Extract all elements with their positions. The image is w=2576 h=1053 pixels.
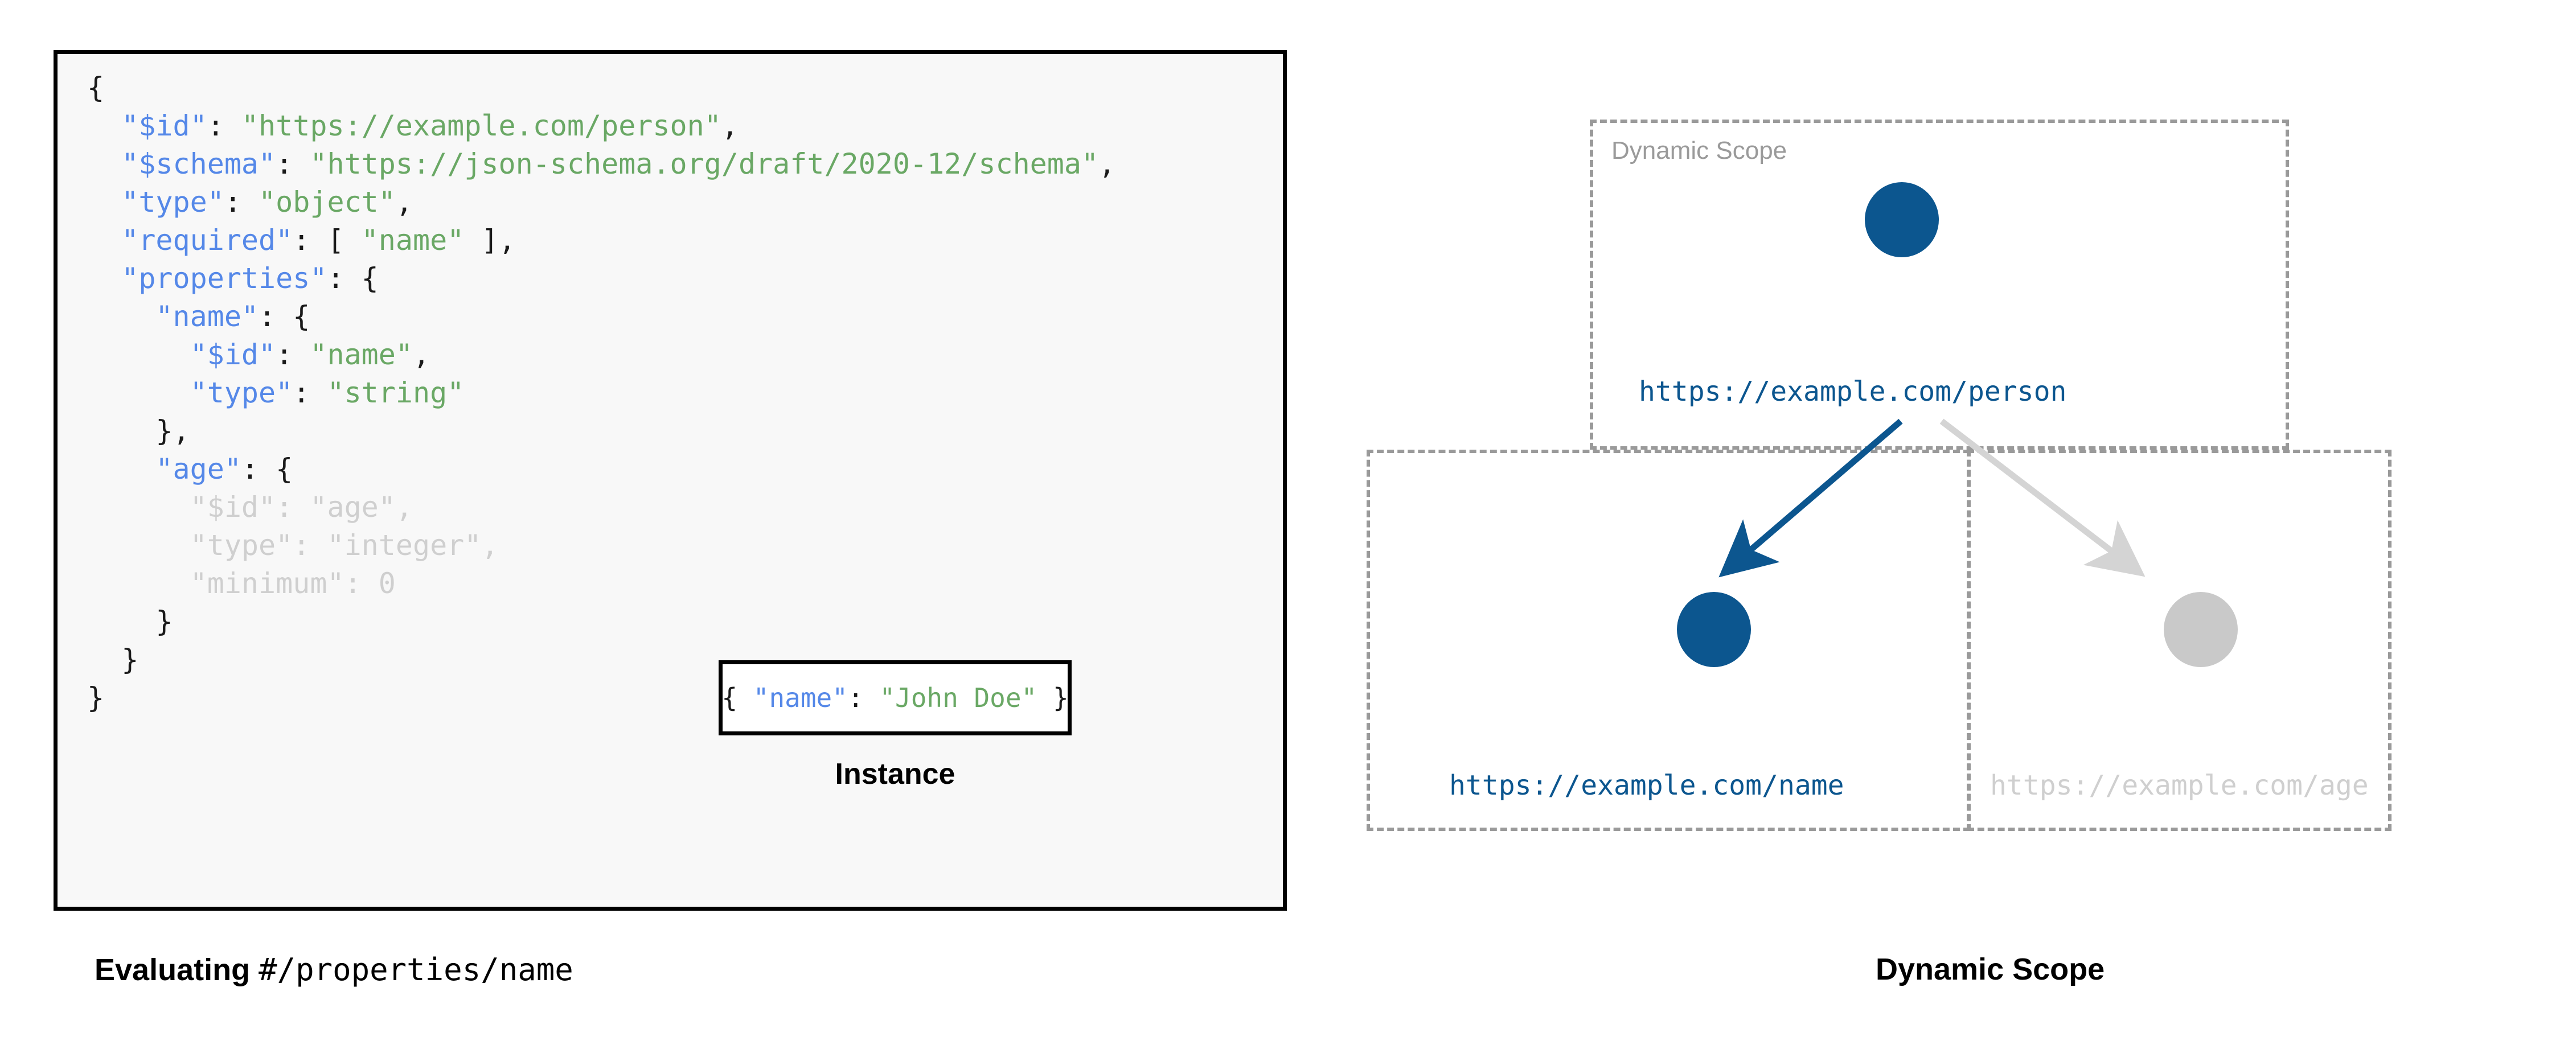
- code-token: "$id": [190, 338, 276, 371]
- code-token: "name": [155, 300, 259, 333]
- code-token: "name": [361, 224, 465, 257]
- code-token: "integer": [327, 529, 482, 562]
- code-line: "type": "string": [87, 376, 465, 409]
- node-label-age: https://example.com/age: [1990, 770, 2369, 801]
- code-token: ,: [1098, 147, 1116, 180]
- code-token: "name": [310, 338, 413, 371]
- code-line: "name": {: [87, 300, 310, 333]
- code-token: ],: [464, 224, 516, 257]
- schema-code-listing: { "$id": "https://example.com/person", "…: [87, 69, 1115, 717]
- code-token: :: [344, 567, 379, 600]
- code-token: "$schema": [121, 147, 276, 180]
- code-token: }: [87, 681, 105, 714]
- code-token: "John Doe": [879, 682, 1037, 713]
- code-line: "$id": "name",: [87, 338, 430, 371]
- scope-box-label: Dynamic Scope: [1611, 137, 1787, 164]
- code-token: "name": [753, 682, 848, 713]
- code-token: [87, 300, 155, 333]
- instance-caption: Instance: [835, 758, 955, 791]
- code-token: {: [721, 682, 753, 713]
- code-token: "$id": [121, 109, 207, 142]
- code-token: },: [87, 414, 190, 447]
- instance-code: { "name": "John Doe" }: [721, 682, 1068, 713]
- code-token: :: [276, 491, 310, 524]
- code-token: : {: [241, 453, 293, 486]
- code-token: "properties": [121, 262, 327, 295]
- code-line: "required": [ "name" ],: [87, 224, 516, 257]
- code-token: [87, 186, 121, 219]
- code-token: }: [1037, 682, 1069, 713]
- caption-evaluating-label: Evaluating: [95, 953, 251, 987]
- node-label-person: https://example.com/person: [1639, 376, 2067, 408]
- code-token: [87, 109, 121, 142]
- code-token: :: [276, 338, 310, 371]
- code-token: "string": [327, 376, 465, 409]
- node-age: [2164, 592, 2238, 667]
- code-token: : {: [259, 300, 310, 333]
- code-token: :: [293, 529, 327, 562]
- code-token: "https://example.com/person": [241, 109, 721, 142]
- code-token: }: [87, 643, 139, 676]
- code-token: "age": [155, 453, 241, 486]
- code-token: "type": [190, 529, 293, 562]
- code-token: : {: [327, 262, 379, 295]
- code-line: }: [87, 681, 104, 714]
- code-token: }: [87, 605, 173, 638]
- code-token: [87, 567, 190, 600]
- code-token: ,: [412, 338, 430, 371]
- node-person: [1865, 182, 1939, 257]
- code-token: "type": [121, 186, 224, 219]
- code-token: "minimum": [190, 567, 344, 600]
- code-token: "https://json-schema.org/draft/2020-12/s…: [310, 147, 1099, 180]
- code-token: 0: [378, 567, 396, 600]
- code-token: ,: [481, 529, 499, 562]
- code-token: [87, 376, 190, 409]
- code-line: }: [87, 605, 173, 638]
- code-line: "$schema": "https://json-schema.org/draf…: [87, 147, 1115, 180]
- code-token: "age": [310, 491, 396, 524]
- code-line: },: [87, 414, 190, 447]
- code-token: :: [276, 147, 310, 180]
- code-token: : [: [293, 224, 362, 257]
- schema-code-block: { "$id": "https://example.com/person", "…: [54, 50, 1287, 911]
- code-token: {: [87, 71, 105, 104]
- code-token: "required": [121, 224, 293, 257]
- node-label-name: https://example.com/name: [1449, 770, 1844, 801]
- code-token: ,: [395, 186, 413, 219]
- code-line: "type": "integer",: [87, 529, 499, 562]
- right-panel-caption: Dynamic Scope: [1876, 952, 2105, 986]
- code-line: "type": "object",: [87, 186, 413, 219]
- code-line: }: [87, 643, 138, 676]
- code-token: [87, 529, 190, 562]
- code-token: "object": [259, 186, 396, 219]
- node-name: [1677, 592, 1751, 667]
- code-token: [87, 224, 121, 257]
- code-line: "properties": {: [87, 262, 379, 295]
- code-line: "age": {: [87, 453, 293, 486]
- code-token: [87, 262, 121, 295]
- code-line: "$id": "age",: [87, 491, 413, 524]
- left-panel-caption: Evaluating #/properties/name: [95, 952, 573, 988]
- code-token: [87, 338, 190, 371]
- code-line: "$id": "https://example.com/person",: [87, 109, 739, 142]
- code-line: "minimum": 0: [87, 567, 396, 600]
- caption-pointer-path: #/properties/name: [259, 952, 573, 988]
- dynamic-scope-panel: Dynamic Scope https://example.com/person…: [1310, 0, 2576, 1053]
- scope-box-person: [1590, 120, 2289, 450]
- schema-panel: { "$id": "https://example.com/person", "…: [54, 50, 1287, 988]
- code-line: {: [87, 71, 104, 104]
- code-token: [87, 453, 155, 486]
- code-token: ,: [395, 491, 413, 524]
- code-token: ,: [721, 109, 739, 142]
- code-token: :: [293, 376, 327, 409]
- code-token: [87, 491, 190, 524]
- code-token: "$id": [190, 491, 276, 524]
- scope-box-age: [1967, 450, 2392, 831]
- code-token: :: [224, 186, 259, 219]
- code-token: :: [847, 682, 880, 713]
- code-token: "type": [190, 376, 293, 409]
- code-token: :: [207, 109, 241, 142]
- instance-box: { "name": "John Doe" }: [719, 660, 1072, 735]
- code-token: [87, 147, 121, 180]
